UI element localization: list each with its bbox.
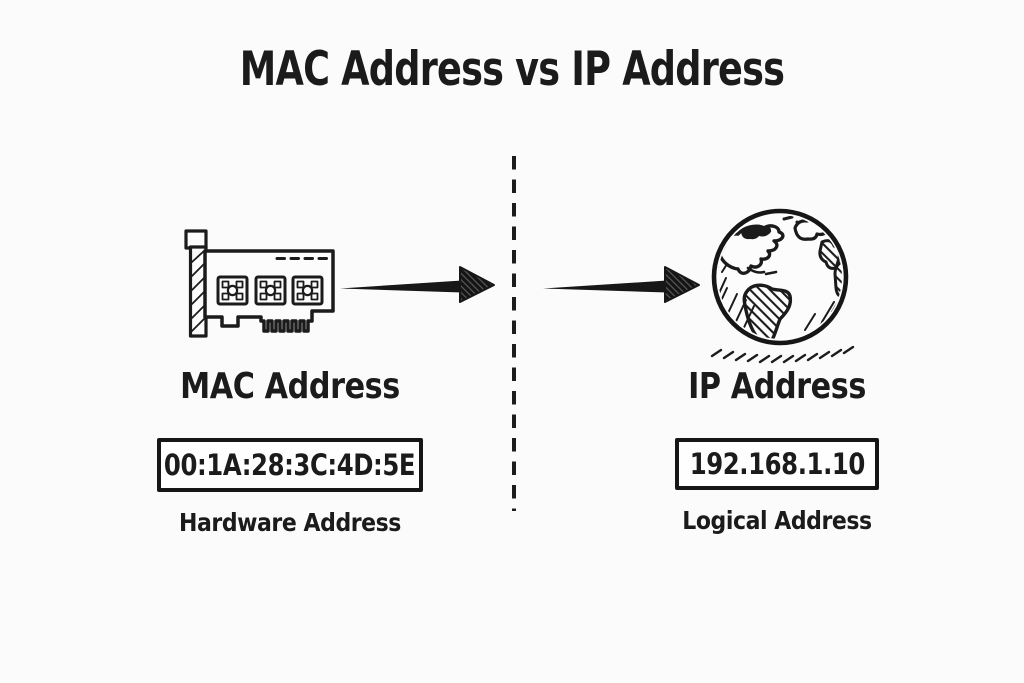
mac-subtitle: Hardware Address [179, 508, 401, 537]
mac-heading: MAC Address [180, 366, 400, 407]
ip-section: IP Address 192.168.1.10 Logical Address [612, 365, 942, 535]
ip-value-box: 192.168.1.10 [675, 438, 879, 490]
right-arrow-icon [543, 266, 700, 303]
ip-subtitle: Logical Address [682, 506, 872, 535]
mac-value-box: 00:1A:28:3C:4D:5E [157, 438, 423, 492]
network-card-icon [184, 229, 335, 338]
page-title: MAC Address vs IP Address [239, 42, 785, 97]
left-arrow-icon [340, 266, 495, 303]
ip-value: 192.168.1.10 [689, 447, 865, 481]
ip-heading: IP Address [688, 366, 866, 407]
globe-icon [710, 208, 855, 364]
mac-section: MAC Address 00:1A:28:3C:4D:5E Hardware A… [125, 365, 455, 537]
mac-value: 00:1A:28:3C:4D:5E [164, 448, 416, 482]
